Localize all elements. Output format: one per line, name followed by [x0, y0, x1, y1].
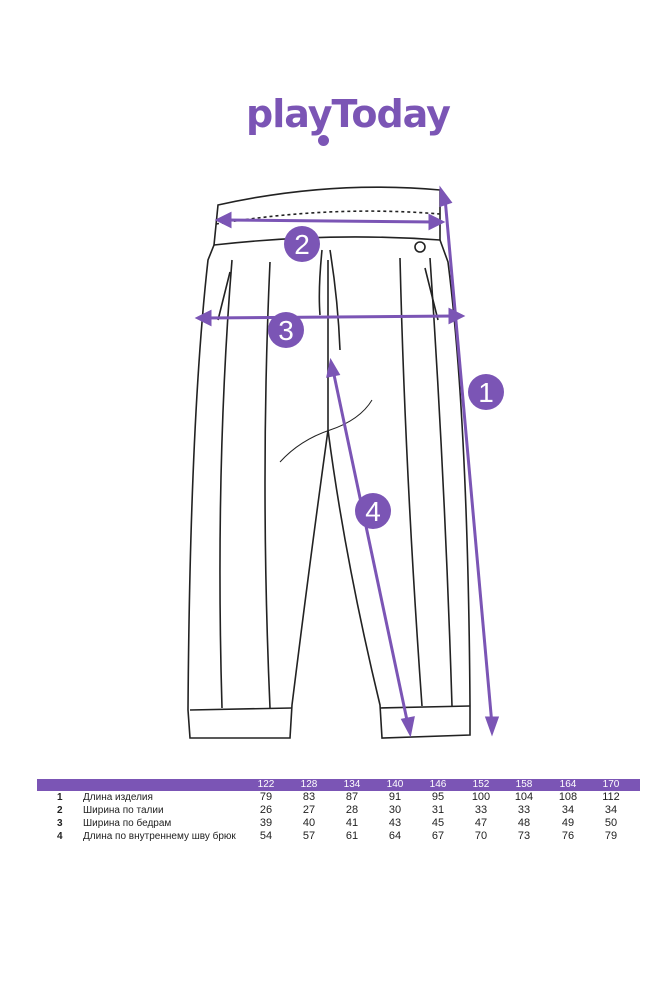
table-cell: 70 [474, 830, 488, 842]
size-header-row: 122 128 134 140 146 152 158 164 170 [37, 779, 640, 791]
table-cell: 91 [388, 791, 402, 803]
size-col: 128 [300, 779, 318, 790]
table-cell: 50 [604, 817, 618, 829]
table-cell: 28 [345, 804, 359, 816]
size-col: 146 [429, 779, 447, 790]
table-cell: 33 [474, 804, 488, 816]
table-cell: 64 [388, 830, 402, 842]
table-cell: 30 [388, 804, 402, 816]
size-col: 134 [343, 779, 361, 790]
table-cell: 61 [345, 830, 359, 842]
marker-2: 2 [284, 226, 320, 262]
table-cell: 57 [302, 830, 316, 842]
svg-text:3: 3 [278, 315, 294, 346]
table-cell: 27 [302, 804, 316, 816]
table-cell: 49 [561, 817, 575, 829]
table-cell: 26 [259, 804, 273, 816]
row-number: 2 [57, 805, 63, 816]
svg-text:4: 4 [365, 496, 381, 527]
table-cell: 45 [431, 817, 445, 829]
row-number: 4 [57, 831, 63, 842]
size-col: 158 [515, 779, 533, 790]
size-col: 164 [559, 779, 577, 790]
table-cell: 104 [514, 791, 534, 803]
size-col: 140 [386, 779, 404, 790]
pants-outline [187, 186, 471, 739]
table-cell: 95 [431, 791, 445, 803]
table-cell: 43 [388, 817, 402, 829]
table-cell: 31 [431, 804, 445, 816]
table-cell: 41 [345, 817, 359, 829]
size-col: 122 [257, 779, 275, 790]
table-cell: 108 [558, 791, 578, 803]
table-cell: 39 [259, 817, 273, 829]
table-cell: 100 [471, 791, 491, 803]
table-cell: 76 [561, 830, 575, 842]
measurement-lines [194, 185, 500, 738]
table-cell: 87 [345, 791, 359, 803]
table-cell: 34 [561, 804, 575, 816]
svg-text:1: 1 [478, 377, 494, 408]
table-cell: 47 [474, 817, 488, 829]
table-cell: 34 [604, 804, 618, 816]
brand-logo: playToday [246, 92, 451, 136]
table-row: 3 Ширина по бедрам 39 40 41 43 45 47 48 49 50 [37, 817, 640, 830]
marker-3: 3 [268, 312, 304, 348]
table-cell: 40 [302, 817, 316, 829]
table-cell: 54 [259, 830, 273, 842]
size-col: 170 [602, 779, 620, 790]
table-cell: 83 [302, 791, 316, 803]
row-label: Длина изделия [83, 792, 153, 803]
svg-text:2: 2 [294, 229, 310, 260]
table-cell: 79 [259, 791, 273, 803]
table-cell: 67 [431, 830, 445, 842]
row-number: 1 [57, 792, 63, 803]
table-row: 2 Ширина по талии 26 27 28 30 31 33 33 34 34 [37, 804, 640, 817]
table-cell: 33 [517, 804, 531, 816]
row-label: Ширина по талии [83, 805, 164, 816]
row-label: Длина по внутреннему шву брюк [83, 831, 236, 842]
table-cell: 79 [604, 830, 618, 842]
size-col: 152 [472, 779, 490, 790]
table-row: 1 Длина изделия 79 83 87 91 95 100 104 108 112 [37, 791, 640, 804]
pants-technical-drawing: 1 2 3 4 [187, 185, 504, 739]
marker-4: 4 [355, 493, 391, 529]
row-label: Ширина по бедрам [83, 818, 172, 829]
table-cell: 73 [517, 830, 531, 842]
logo-dot [318, 135, 329, 146]
table-row: 4 Длина по внутреннему шву брюк 54 57 61 64 67… [37, 830, 640, 843]
table-cell: 112 [602, 791, 620, 803]
row-number: 3 [57, 818, 63, 829]
marker-1: 1 [468, 374, 504, 410]
table-cell: 48 [517, 817, 531, 829]
